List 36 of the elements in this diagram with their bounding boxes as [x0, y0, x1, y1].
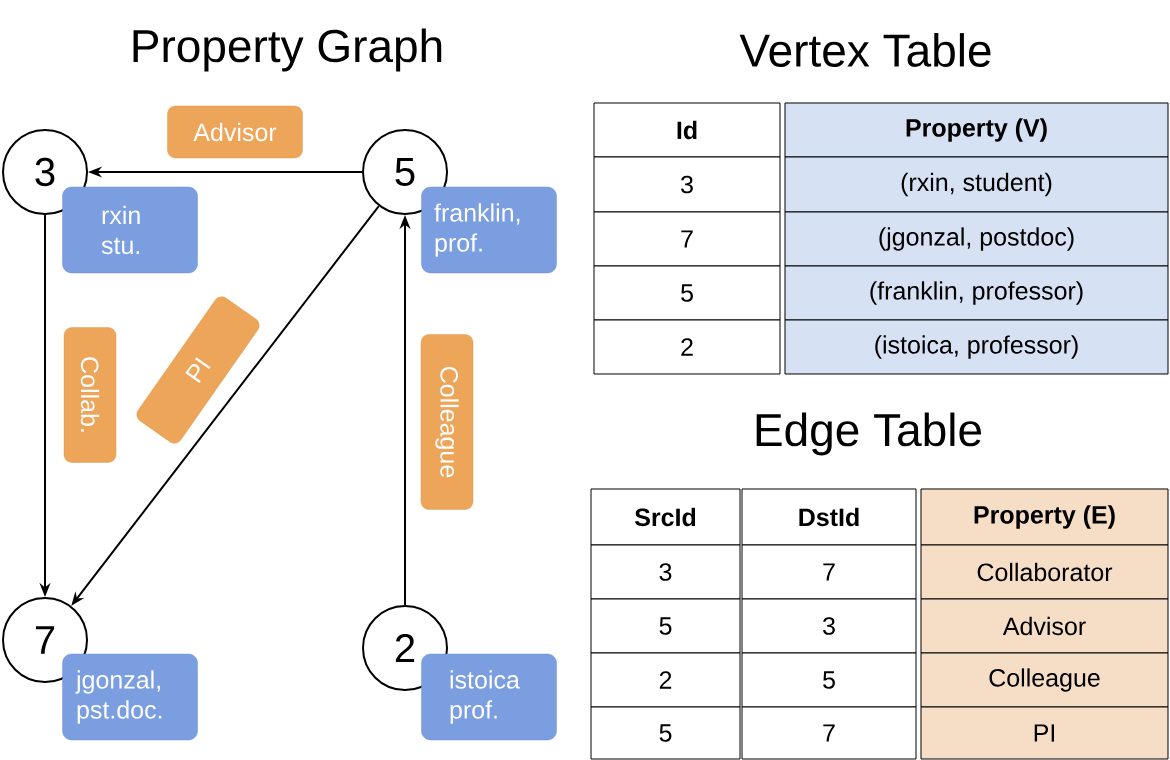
table-cell: 3	[741, 598, 917, 654]
table-cell: Colleague	[920, 652, 1169, 708]
property-box: istoica prof.	[421, 653, 557, 741]
table-cell: (istoica, professor)	[784, 319, 1169, 375]
heading: Property Graph	[133, 28, 442, 72]
edge-label: Colleague	[420, 334, 474, 510]
table-cell: 2	[593, 319, 781, 375]
table-cell: DstId	[741, 488, 917, 546]
table-cell: Property (V)	[784, 102, 1169, 158]
table-cell: Id	[593, 102, 781, 158]
table-cell: Collaborator	[920, 544, 1169, 600]
property-box: franklin, prof.	[421, 186, 557, 274]
table-cell: Property (E)	[920, 488, 1169, 546]
table-cell: (rxin, student)	[784, 156, 1169, 213]
property-box: jgonzal, pst.doc.	[62, 653, 198, 741]
heading: Vertex Table	[739, 33, 991, 67]
table-cell: (franklin, professor)	[784, 265, 1169, 321]
table-cell: (jgonzal, postdoc)	[784, 211, 1169, 267]
table-cell: 7	[741, 544, 917, 600]
edge-label: Advisor	[167, 105, 303, 159]
table-cell: 5	[741, 652, 917, 708]
table-cell: 5	[590, 706, 741, 760]
heading: Edge Table	[756, 412, 981, 456]
table-cell: PI	[920, 706, 1169, 760]
table-cell: SrcId	[590, 488, 741, 546]
table-cell: 3	[590, 544, 741, 600]
property-box: rxin stu.	[62, 186, 198, 274]
table-cell: 5	[593, 265, 781, 321]
table-cell: 5	[590, 598, 741, 654]
edge-label: Collab.	[63, 327, 117, 463]
table-cell: Advisor	[920, 598, 1169, 654]
table-cell: 2	[590, 652, 741, 708]
table-cell: 7	[741, 706, 917, 760]
table-cell: 3	[593, 156, 781, 213]
table-cell: 7	[593, 211, 781, 267]
edge-label: PI	[185, 357, 211, 383]
